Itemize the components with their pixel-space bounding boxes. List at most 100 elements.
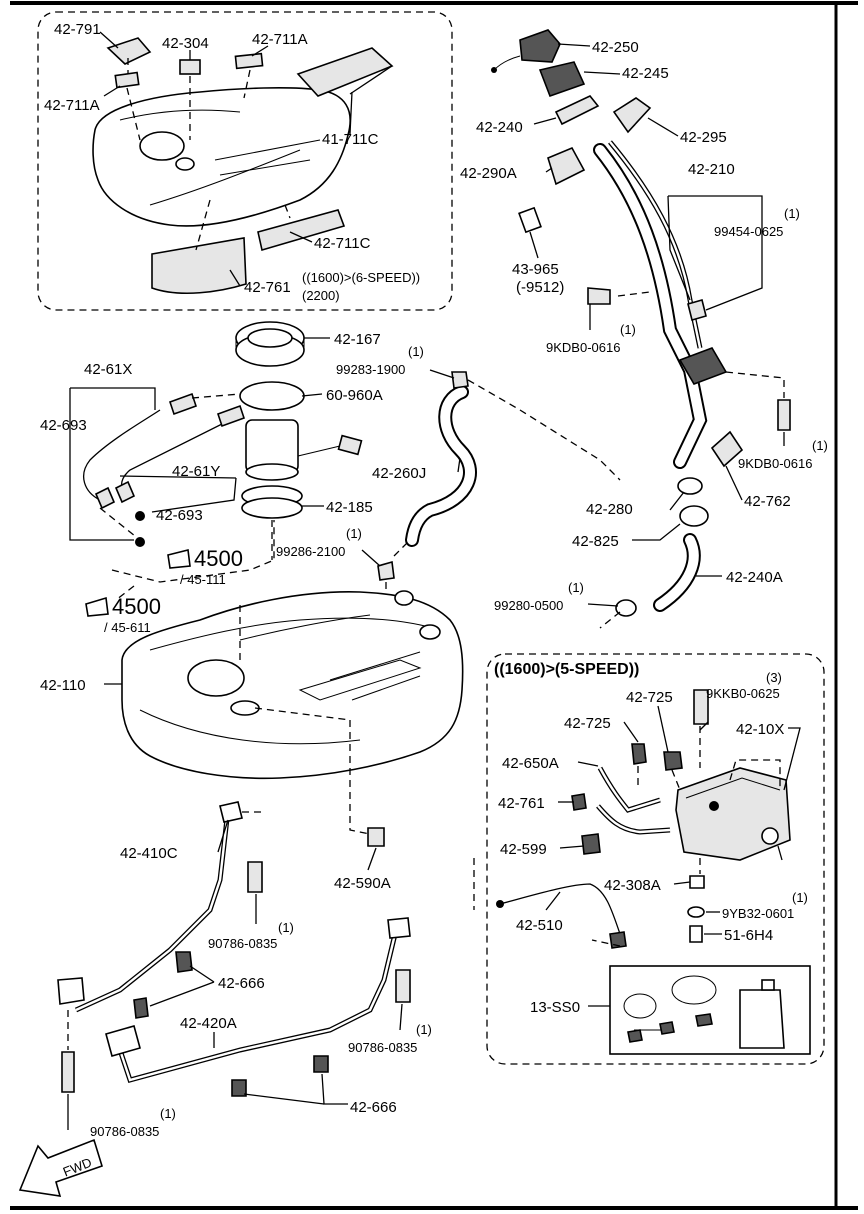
- label-9kdb0-0616-a: 9KDB0-0616: [546, 340, 620, 355]
- tank-pump-opening: [187, 659, 245, 697]
- bolt-90786-0835-b: [395, 969, 411, 1003]
- label-9kkb0-0625: 9KKB0-0625: [706, 686, 780, 701]
- label-42-825: 42-825: [572, 533, 619, 550]
- qty-90786-b: (1): [416, 1022, 432, 1037]
- bolt-51-6h4: [689, 925, 703, 943]
- label-42-240: 42-240: [476, 119, 523, 136]
- strap-42-420a: [387, 917, 411, 939]
- bolt-9kkb0-0625: [693, 689, 709, 725]
- label-42-240a: 42-240A: [726, 569, 783, 586]
- clamp-99280-0500: [615, 599, 637, 617]
- group-box-5speed: [486, 653, 825, 1065]
- insulator-42-711c: [257, 209, 346, 252]
- label-42-110: 42-110: [40, 677, 86, 694]
- label-42-280: 42-280: [586, 501, 633, 518]
- label-42-290a: 42-290A: [460, 165, 517, 182]
- fuel-tank-group: [121, 590, 464, 847]
- clamp-99283-1900: [451, 371, 469, 389]
- bolt-9kdb0-0616-a: [587, 287, 611, 305]
- label-42-693-a: 42-693: [40, 417, 87, 434]
- valve-42-590a: [367, 827, 385, 847]
- ref-4500-a: 4500: [194, 546, 243, 571]
- label-42-304: 42-304: [162, 35, 209, 52]
- gasket-42-240: [554, 95, 600, 126]
- label-42-510: 42-510: [516, 917, 563, 934]
- bolt-90786-0835-a: [247, 861, 263, 893]
- qty-90786-c: (1): [160, 1106, 176, 1121]
- clamp-99286-2100: [377, 560, 395, 581]
- valve-42-725-b: [663, 751, 683, 771]
- label-42-410c: 42-410C: [120, 845, 178, 862]
- washer-42-308a: [689, 875, 705, 889]
- label-43-965: 43-965: [512, 261, 559, 278]
- ref-arrow-4500-a: [167, 549, 191, 569]
- connector-42-693-a: [168, 392, 198, 416]
- label-42-761-top: 42-761: [244, 279, 291, 296]
- clamp-42-280: [677, 477, 703, 495]
- label-42-666-b: 42-666: [350, 1099, 397, 1116]
- ref-45-611: / 45-611: [104, 620, 151, 635]
- pad-42-791: [106, 37, 152, 65]
- label-51-6h4: 51-6H4: [724, 927, 773, 944]
- label-99286-2100: 99286-2100: [276, 544, 345, 559]
- part-labels: 42-791 42-304 42-711A 42-711A 41-711C 42…: [40, 21, 828, 1180]
- label-42-10x: 42-10X: [736, 721, 784, 738]
- note-2200: (2200): [302, 288, 340, 303]
- qty-99283: (1): [408, 344, 424, 359]
- qty-90786-a: (1): [278, 920, 294, 935]
- fwd-arrow-icon: [18, 1138, 103, 1197]
- page-frame: [10, 1, 858, 1210]
- strap-42-410c: [219, 801, 243, 823]
- label-42-761-b: 42-761: [498, 795, 545, 812]
- qty-99454: (1): [784, 206, 800, 221]
- pad-42-711a-top: [234, 52, 264, 70]
- label-60-960a: 60-960A: [326, 387, 383, 404]
- label-42-791: 42-791: [54, 21, 101, 38]
- valve-42-725-a: [631, 743, 647, 765]
- bracket-42-295: [612, 97, 652, 134]
- label-42-725-b: 42-725: [564, 715, 611, 732]
- pad-42-304: [179, 59, 201, 75]
- label-42-711a-top: 42-711A: [252, 31, 308, 48]
- label-90786-0835-b: 90786-0835: [348, 1040, 417, 1055]
- label-99454-0625: 99454-0625: [714, 224, 783, 239]
- pump-filter: [337, 434, 363, 456]
- ref-arrow-4500-b: [85, 596, 109, 617]
- label-42-295: 42-295: [680, 129, 727, 146]
- ref-4500-b: 4500: [112, 594, 161, 619]
- label-90786-0835-c: 90786-0835: [90, 1124, 159, 1139]
- label-42-762: 42-762: [744, 493, 791, 510]
- qty-9kdb0-a: (1): [620, 322, 636, 337]
- tank-straps-group: [57, 801, 411, 1097]
- label-42-61x: 42-61X: [84, 361, 132, 378]
- qty-9kdb0-b: (1): [812, 438, 828, 453]
- fuel-tank-42-110: [121, 591, 464, 780]
- label-43-965-range: (-9512): [516, 279, 564, 296]
- label-42-61y: 42-61Y: [172, 463, 220, 480]
- label-42-725-a: 42-725: [626, 689, 673, 706]
- label-42-711a-left: 42-711A: [44, 97, 100, 114]
- cap-seal-42-245: [538, 61, 586, 98]
- label-42-693-b: 42-693: [156, 507, 203, 524]
- label-9kdb0-0616-b: 9KDB0-0616: [738, 456, 812, 471]
- label-42-260j: 42-260J: [372, 465, 426, 482]
- leader-lines: [67, 31, 801, 1130]
- label-42-308a: 42-308A: [604, 877, 661, 894]
- fuel-cap-42-250: [519, 29, 561, 63]
- label-90786-0835-a: 90786-0835: [208, 936, 277, 951]
- label-42-250: 42-250: [592, 39, 639, 56]
- label-99283-1900: 99283-1900: [336, 362, 405, 377]
- label-9yb32-0601: 9YB32-0601: [722, 906, 794, 921]
- label-42-185: 42-185: [326, 499, 373, 516]
- valve-42-599: [581, 833, 601, 855]
- label-43-965: [518, 206, 542, 234]
- fuel-pump-group: [83, 321, 621, 617]
- clip-42-761: [571, 793, 587, 811]
- label-42-711c: 42-711C: [314, 235, 371, 252]
- nut-42-666-b: [231, 1079, 247, 1097]
- bolt-9kdb0-0616-b: [777, 399, 791, 431]
- small-tank-pump-opening: [139, 131, 185, 161]
- label-42-210: 42-210: [688, 161, 735, 178]
- hose-42-762: [710, 430, 744, 468]
